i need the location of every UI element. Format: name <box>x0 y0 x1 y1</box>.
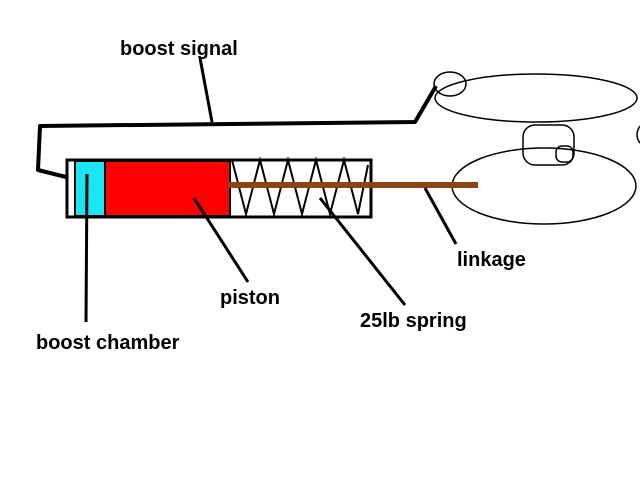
linkage-leader <box>423 187 458 245</box>
spring-leader <box>318 197 407 306</box>
turbo-right-arc <box>636 125 640 144</box>
spring-coil <box>231 156 369 218</box>
piston-leader <box>192 197 250 283</box>
turbo-center-section <box>522 124 575 166</box>
linkage-label: linkage <box>457 249 526 271</box>
turbo-upper-ellipse <box>434 73 638 123</box>
leader-lines <box>84 57 458 323</box>
spring-label: 25lb spring <box>360 310 467 332</box>
piston-label: piston <box>220 287 280 309</box>
boost-signal-leader <box>198 57 214 123</box>
boost-signal-label: boost signal <box>120 38 238 60</box>
boost-chamber-leader <box>84 173 89 323</box>
piston <box>104 160 231 217</box>
boost-chamber <box>74 160 106 217</box>
turbo-small-ellipse <box>433 71 467 97</box>
turbo-housing <box>433 71 640 225</box>
boost-signal-line <box>36 84 438 182</box>
turbo-wastegate-tab <box>555 145 574 163</box>
boost-chamber-label: boost chamber <box>36 332 180 354</box>
actuator <box>65 156 478 219</box>
